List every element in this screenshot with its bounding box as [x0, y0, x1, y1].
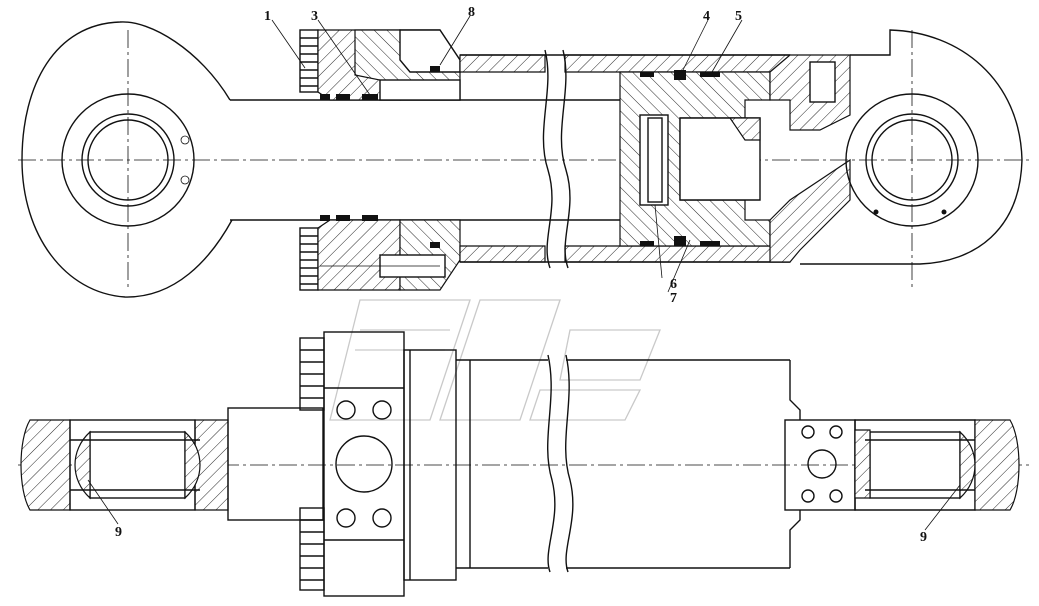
callout-1: 1: [264, 9, 271, 24]
piston: [619, 70, 771, 247]
guide-head-upper: [299, 29, 461, 101]
callout-6: 6: [670, 277, 677, 292]
callout-3: 3: [311, 9, 318, 24]
cylinder-tube-lower: [459, 245, 791, 263]
guide-head-lower: [299, 215, 461, 291]
plan-view-bottom: [18, 331, 1030, 597]
front-flange: [299, 331, 457, 597]
rod-end-block: [227, 407, 324, 521]
callout-9-left: 9: [115, 525, 122, 540]
cylinder-tube-upper: [459, 54, 791, 73]
break-line-top-right: [560, 49, 571, 269]
leader-lines: [87, 15, 961, 531]
callout-5: 5: [735, 9, 742, 24]
callout-8: 8: [468, 5, 475, 20]
callout-9-right: 9: [920, 530, 927, 545]
cylinder-tube-plan: [456, 354, 801, 573]
bottom-cap-right: [769, 29, 1023, 290]
left-eye-plan: [20, 419, 229, 511]
break-line-top-left: [542, 49, 553, 269]
callout-labels: 1 3 8 4 5 6 7 9 9: [115, 5, 927, 545]
callout-7: 7: [670, 291, 677, 306]
watermark-logo: [329, 299, 661, 421]
rod-eye-left: [21, 21, 233, 298]
right-eye-plan: [854, 419, 1020, 511]
section-view-top: [18, 21, 1030, 298]
callout-4: 4: [703, 9, 710, 24]
